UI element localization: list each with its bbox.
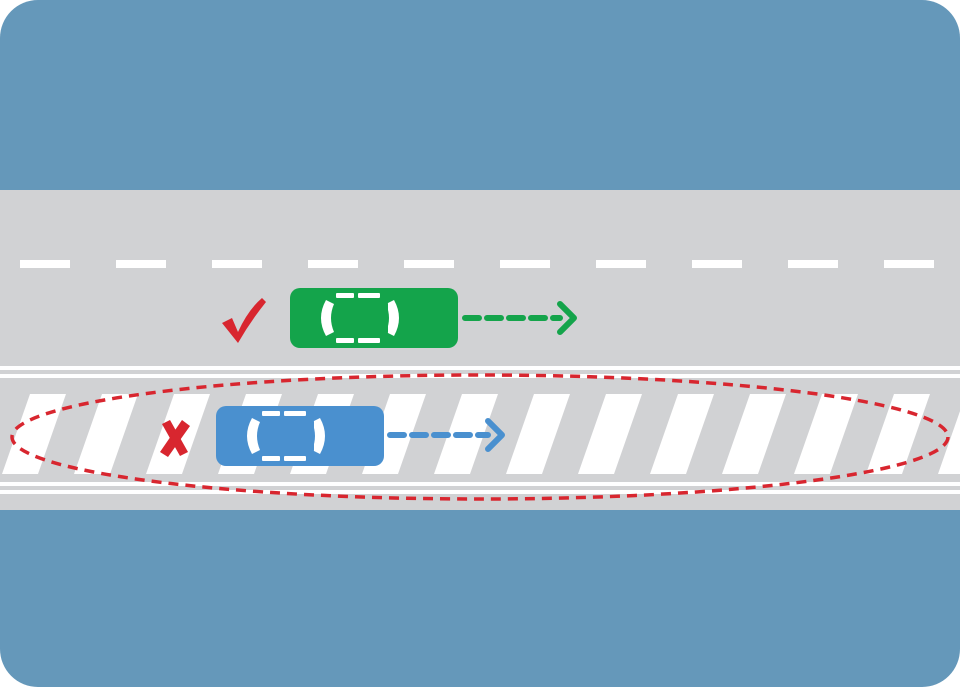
edge-line: [0, 374, 960, 378]
lane-dash: [884, 260, 934, 268]
correct-car-rear-window: [321, 300, 334, 336]
lane-dash: [596, 260, 646, 268]
lane-dash: [116, 260, 166, 268]
check-mark-icon: [222, 298, 266, 343]
edge-line: [0, 482, 960, 486]
arrow-right-icon: [387, 418, 505, 452]
wrong-car-front-window: [312, 418, 325, 454]
correct-car-side-windows: [336, 293, 380, 343]
hatch-stripe: [650, 394, 714, 474]
lane-dash: [692, 260, 742, 268]
lane-dash: [404, 260, 454, 268]
hatch-stripe: [938, 394, 960, 474]
correct-car-roof: [334, 300, 388, 336]
hatch-stripe: [74, 394, 138, 474]
hatch-stripe: [506, 394, 570, 474]
edge-line: [0, 366, 960, 370]
wrong-car: [216, 406, 384, 466]
lane-dash: [788, 260, 838, 268]
edge-line: [0, 490, 960, 494]
wrong-car-rear-window: [247, 418, 260, 454]
lane-dash: [212, 260, 262, 268]
hatch-stripe: [722, 394, 786, 474]
correct-car-front-window: [386, 300, 399, 336]
arrow-right-icon: [462, 301, 577, 335]
hatch-stripe: [578, 394, 642, 474]
no-go-zone-outline: [10, 373, 950, 501]
lane-dash: [500, 260, 550, 268]
lane-dash: [20, 260, 70, 268]
hatched-area-edge-lines: [0, 366, 960, 494]
hatch-stripe: [794, 394, 858, 474]
center-lane-dashes: [20, 260, 934, 268]
wrong-car-side-windows: [262, 411, 306, 461]
wrong-car-roof: [260, 418, 314, 454]
correct-car: [290, 288, 458, 348]
lane-dash: [308, 260, 358, 268]
cross-mark-icon: [160, 420, 190, 457]
